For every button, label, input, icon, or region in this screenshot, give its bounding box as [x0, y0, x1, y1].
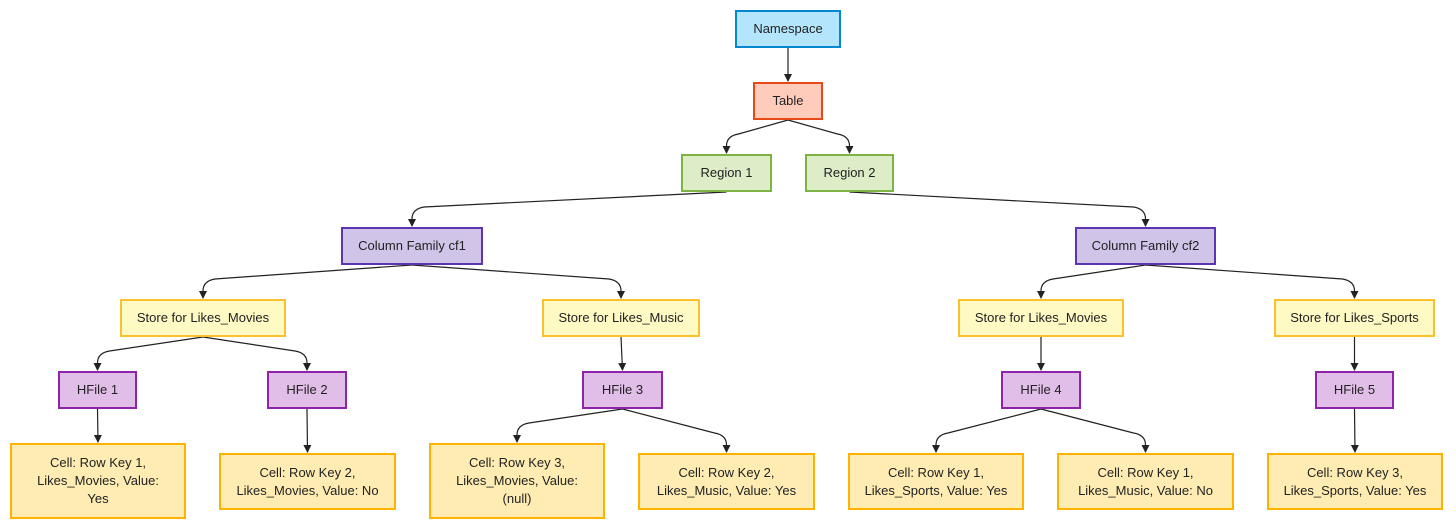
hfile-3-label: HFile 3 [601, 382, 644, 397]
cell-row3-likes-movies-node: Cell: Row Key 3, Likes_Movies, Value: (n… [429, 443, 605, 519]
edge-store_cf1_movies-to-hfile1 [93, 336, 204, 371]
region-1-node: Region 1 [681, 154, 772, 192]
edge-cf2-to-store_cf2_movies [1037, 264, 1146, 299]
cell-row3-likes-sports-label: Cell: Row Key 3, Likes_Sports, Value: Ye… [1283, 464, 1427, 498]
store-cf2-likes-sports-label: Store for Likes_Sports [1290, 310, 1419, 325]
cell-row2-likes-movies-label: Cell: Row Key 2, Likes_Movies, Value: No [236, 464, 379, 498]
cell-row1-likes-movies-label: Cell: Row Key 1, Likes_Movies, Value: Ye… [37, 455, 159, 506]
edge-region1-to-cf1 [408, 191, 727, 227]
cell-row3-likes-movies-label: Cell: Row Key 3, Likes_Movies, Value: (n… [456, 455, 578, 506]
edge-cf2-to-store_cf2_sports [1145, 264, 1359, 299]
edge-hfile5-to-cell7 [1350, 408, 1359, 453]
store-cf1-likes-movies-node: Store for Likes_Movies [120, 299, 286, 337]
edge-hfile3-to-cell4 [622, 408, 731, 453]
store-cf2-likes-sports-node: Store for Likes_Sports [1274, 299, 1435, 337]
table-label: Table [772, 93, 804, 108]
region-2-label: Region 2 [823, 165, 876, 180]
cell-row1-likes-music-node: Cell: Row Key 1, Likes_Music, Value: No [1057, 453, 1234, 510]
edge-hfile3-to-cell3 [513, 408, 623, 443]
cell-row2-likes-music-node: Cell: Row Key 2, Likes_Music, Value: Yes [638, 453, 815, 510]
hfile-2-node: HFile 2 [267, 371, 347, 409]
hfile-4-node: HFile 4 [1001, 371, 1081, 409]
cell-row1-likes-sports-label: Cell: Row Key 1, Likes_Sports, Value: Ye… [864, 464, 1008, 498]
cell-row1-likes-movies-node: Cell: Row Key 1, Likes_Movies, Value: Ye… [10, 443, 186, 519]
store-cf2-likes-movies-node: Store for Likes_Movies [958, 299, 1124, 337]
column-family-cf2-node: Column Family cf2 [1075, 227, 1216, 265]
store-cf1-likes-movies-label: Store for Likes_Movies [136, 310, 270, 325]
region-2-node: Region 2 [805, 154, 894, 192]
edge-store_cf1_music-to-hfile3 [618, 336, 627, 371]
store-cf2-likes-movies-label: Store for Likes_Movies [974, 310, 1108, 325]
hfile-3-node: HFile 3 [582, 371, 663, 409]
column-family-cf2-label: Column Family cf2 [1091, 238, 1200, 253]
edge-region2-to-cf2 [849, 191, 1150, 227]
hfile-2-label: HFile 2 [286, 382, 328, 397]
store-cf1-likes-music-label: Store for Likes_Music [558, 310, 684, 325]
cell-row1-likes-music-label: Cell: Row Key 1, Likes_Music, Value: No [1078, 464, 1213, 498]
cell-row3-likes-sports-node: Cell: Row Key 3, Likes_Sports, Value: Ye… [1267, 453, 1443, 510]
hfile-1-node: HFile 1 [58, 371, 137, 409]
edge-hfile4-to-cell5 [932, 408, 1042, 453]
column-family-cf1-node: Column Family cf1 [341, 227, 483, 265]
cell-row2-likes-movies-node: Cell: Row Key 2, Likes_Movies, Value: No [219, 453, 396, 510]
hfile-5-node: HFile 5 [1315, 371, 1394, 409]
edge-table-to-region1 [722, 119, 789, 154]
edge-cf1-to-store_cf1_music [411, 264, 625, 299]
hfile-1-label: HFile 1 [76, 382, 119, 397]
hfile-5-label: HFile 5 [1333, 382, 1376, 397]
cell-row2-likes-music-label: Cell: Row Key 2, Likes_Music, Value: Yes [656, 464, 797, 498]
column-family-cf1-label: Column Family cf1 [358, 238, 466, 253]
store-cf1-likes-music-node: Store for Likes_Music [542, 299, 700, 337]
region-1-label: Region 1 [700, 165, 753, 180]
edge-cf1-to-store_cf1_movies [199, 264, 413, 299]
hfile-4-label: HFile 4 [1020, 382, 1062, 397]
table-node: Table [753, 82, 823, 120]
edge-hfile1-to-cell1 [93, 408, 102, 443]
cell-row1-likes-sports-node: Cell: Row Key 1, Likes_Sports, Value: Ye… [848, 453, 1024, 510]
edge-hfile2-to-cell2 [303, 408, 312, 453]
edge-store_cf1_movies-to-hfile2 [202, 336, 311, 371]
namespace-label: Namespace [753, 21, 823, 36]
edge-hfile4-to-cell6 [1040, 408, 1150, 453]
edge-table-to-region2 [787, 119, 854, 154]
namespace-node: Namespace [735, 10, 841, 48]
